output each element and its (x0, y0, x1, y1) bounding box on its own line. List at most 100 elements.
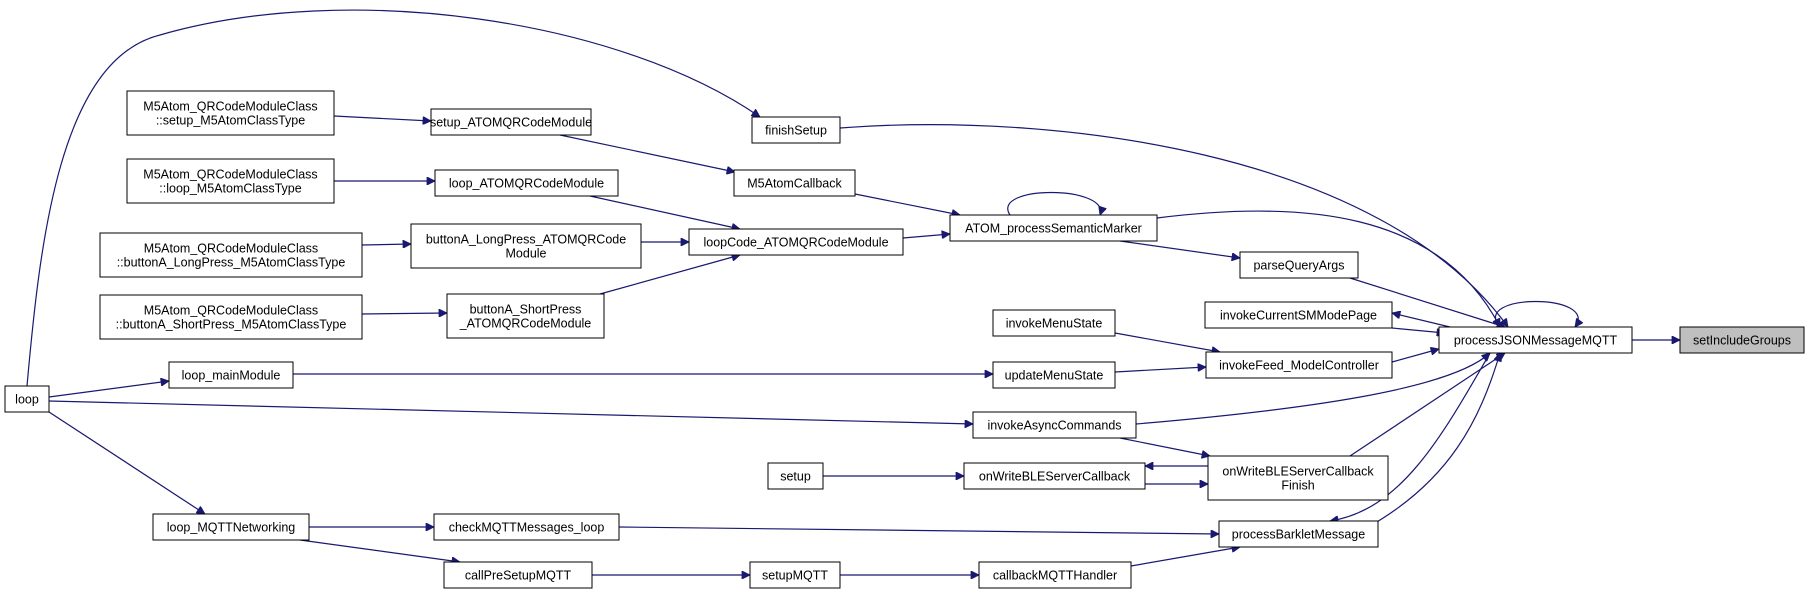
node-finishSetup[interactable]: finishSetup (751, 116, 841, 144)
edge-qr_short-to-buttonA_ShortPress_ATOMQRCodeModule (361, 313, 447, 314)
edge-line (48, 411, 205, 515)
node-qr_short[interactable]: M5Atom_QRCodeModuleClass::buttonA_ShortP… (99, 294, 363, 340)
node-box (751, 116, 841, 144)
edge-line (1391, 349, 1439, 363)
edge-line (333, 115, 431, 121)
node-loopCode_ATOMQRCodeModule[interactable]: loopCode_ATOMQRCodeModule (688, 228, 904, 256)
node-processBarkletMessage[interactable]: processBarkletMessage (1218, 520, 1379, 548)
node-setupMQTT[interactable]: setupMQTT (749, 561, 841, 589)
node-box (152, 513, 310, 541)
node-buttonA_ShortPress_ATOMQRCodeModule[interactable]: buttonA_ShortPress_ATOMQRCodeModule (446, 293, 605, 339)
node-buttonA_LongPress_ATOMQRCodeModule[interactable]: buttonA_LongPress_ATOMQRCodeModule (410, 223, 642, 269)
node-label: _ATOMQRCodeModule (459, 317, 592, 331)
node-invokeMenuState[interactable]: invokeMenuState (992, 309, 1116, 337)
edge-processJSONMessageMQTT-to-invokeCurrentSMModePage (1392, 313, 1451, 328)
node-box (126, 158, 335, 204)
edge-finishSetup-to-processJSONMessageMQTT (839, 124, 1508, 327)
node-label: callbackMQTTHandler (993, 569, 1117, 583)
edge-callbackMQTTHandler-to-processBarkletMessage (1130, 547, 1240, 567)
node-box (992, 361, 1116, 389)
node-loop_ATOMQRCodeModule[interactable]: loop_ATOMQRCodeModule (434, 169, 619, 197)
node-box (434, 169, 619, 197)
node-label: invokeAsyncCommands (987, 419, 1121, 433)
edge-ATOM_processSemanticMarker-to-processJSONMessageMQTT (1156, 210, 1501, 327)
node-onWriteBLEServerCallback[interactable]: onWriteBLEServerCallback (963, 462, 1146, 490)
edge-onWriteBLEServerCallbackFinish-to-processJSONMessageMQTT (1349, 352, 1505, 457)
node-label: loop_mainModule (182, 369, 281, 383)
node-callbackMQTTHandler[interactable]: callbackMQTTHandler (978, 561, 1132, 589)
edge-line (1156, 210, 1501, 327)
node-label: finishSetup (765, 124, 827, 138)
node-invokeFeed_ModelController[interactable]: invokeFeed_ModelController (1205, 351, 1393, 379)
node-setup_ATOMQRCodeModule[interactable]: setup_ATOMQRCodeModule (430, 108, 592, 136)
node-layer: setIncludeGroups processJSONMessageMQTT fi… (4, 90, 1805, 589)
node-processJSONMessageMQTT[interactable]: processJSONMessageMQTT (1438, 326, 1633, 354)
node-label: processJSONMessageMQTT (1454, 334, 1618, 348)
edge-invokeAsyncCommands-to-processJSONMessageMQTT (1135, 353, 1490, 425)
edge-invokeMenuState-to-invokeFeed_ModelController (1114, 332, 1220, 352)
node-label: Module (506, 247, 547, 261)
edge-line (1119, 437, 1210, 456)
node-invokeCurrentSMModePage[interactable]: invokeCurrentSMModePage (1204, 301, 1393, 329)
node-box (443, 561, 593, 589)
edge-loop-to-finishSetup (26, 9, 760, 387)
node-label: ATOM_processSemanticMarker (965, 222, 1142, 236)
node-box (99, 232, 363, 278)
edge-line (48, 400, 973, 424)
edge-ATOM_processSemanticMarker-to-parseQueryArgs (1119, 240, 1240, 258)
node-setIncludeGroups[interactable]: setIncludeGroups (1679, 326, 1805, 354)
node-label: ::buttonA_LongPress_M5AtomClassType (117, 256, 346, 270)
edge-loop_MQTTNetworking-to-callPreSetupMQTT (299, 539, 460, 562)
node-qr_long[interactable]: M5Atom_QRCodeModuleClass::buttonA_LongPr… (99, 232, 363, 278)
node-parseQueryArgs[interactable]: parseQueryArgs (1239, 251, 1359, 279)
node-M5AtomCallback[interactable]: M5AtomCallback (733, 169, 856, 197)
node-box (1679, 326, 1805, 354)
node-loop_MQTTNetworking[interactable]: loop_MQTTNetworking (152, 513, 310, 541)
node-loop[interactable]: loop (4, 385, 50, 413)
edge-line (1119, 240, 1240, 258)
node-box (688, 228, 904, 256)
edge-loop-to-loop_mainModule (48, 381, 169, 398)
edge-processJSONMessageMQTT-to-processBarkletMessage (1330, 352, 1491, 521)
node-box (733, 169, 856, 197)
edge-loop-to-loop_MQTTNetworking (48, 411, 205, 515)
node-loop_mainModule[interactable]: loop_mainModule (168, 361, 294, 389)
node-box (99, 294, 363, 340)
node-label: setIncludeGroups (1693, 334, 1791, 348)
node-invokeAsyncCommands[interactable]: invokeAsyncCommands (972, 411, 1137, 439)
edge-line (26, 9, 760, 387)
edge-line (1349, 277, 1505, 327)
node-ATOM_processSemanticMarker[interactable]: ATOM_processSemanticMarker (949, 214, 1158, 242)
node-box (949, 214, 1158, 242)
node-label: checkMQTTMessages_loop (449, 521, 605, 535)
node-label: invokeCurrentSMModePage (1220, 309, 1377, 323)
edge-line (1391, 327, 1445, 333)
edge-processBarkletMessage-to-processJSONMessageMQTT (1369, 353, 1500, 527)
node-qr_setup[interactable]: M5Atom_QRCodeModuleClass::setup_M5AtomCl… (126, 90, 335, 136)
node-box (992, 309, 1116, 337)
edge-layer (26, 9, 1680, 575)
node-qr_loop[interactable]: M5Atom_QRCodeModuleClass::loop_M5AtomCla… (126, 158, 335, 204)
node-label: ::loop_M5AtomClassType (159, 182, 301, 196)
node-box (978, 561, 1132, 589)
node-updateMenuState[interactable]: updateMenuState (992, 361, 1116, 389)
edge-line (361, 313, 447, 314)
edge-line (1114, 332, 1220, 352)
node-box (1218, 520, 1379, 548)
node-label: onWriteBLEServerCallback (1222, 465, 1374, 479)
node-setup[interactable]: setup (767, 462, 824, 490)
edge-M5AtomCallback-to-ATOM_processSemanticMarker (854, 193, 960, 215)
node-box (963, 462, 1146, 490)
node-label: loop (15, 393, 39, 407)
node-label: callPreSetupMQTT (465, 569, 572, 583)
edge-ATOM_processSemanticMarker-to-ATOM_processSemanticMarker (1007, 191, 1101, 216)
node-box (972, 411, 1137, 439)
node-label: processBarkletMessage (1232, 528, 1365, 542)
node-label: onWriteBLEServerCallback (979, 470, 1131, 484)
node-checkMQTTMessages_loop[interactable]: checkMQTTMessages_loop (433, 513, 620, 541)
edge-line (589, 195, 740, 229)
edge-line (618, 526, 1219, 534)
node-callPreSetupMQTT[interactable]: callPreSetupMQTT (443, 561, 593, 589)
node-label: parseQueryArgs (1253, 259, 1344, 273)
